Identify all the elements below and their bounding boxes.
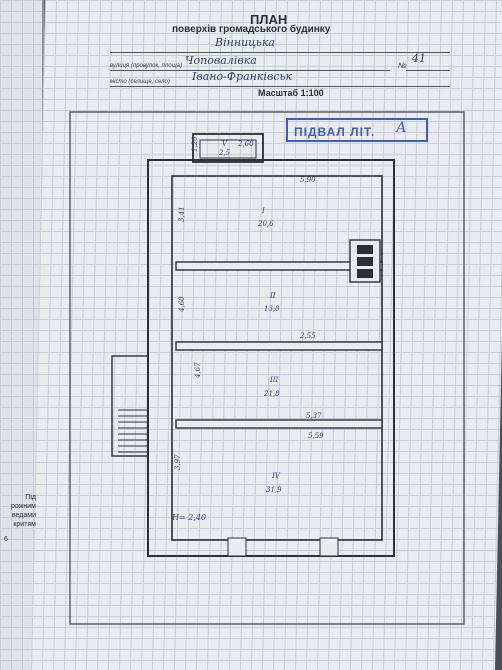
partition-1 [175, 261, 383, 271]
room-iv-num: IV [271, 472, 281, 480]
street-label: вулиця (провулок, площа) [110, 63, 183, 69]
left-page [0, 0, 44, 670]
side-line-2: рожним [11, 503, 36, 510]
number-line [406, 70, 450, 71]
scale-label: Масштаб 1:100 [258, 88, 324, 98]
room-ii-area: 13,0 [264, 305, 280, 313]
room-iii-num: III [269, 376, 279, 384]
window-bottom-2 [319, 537, 339, 557]
room-v-wall [192, 133, 264, 163]
street-line [110, 70, 390, 71]
left-table: Під рожним ведами критям 6 [0, 456, 40, 620]
side-value: 6 [4, 536, 8, 543]
room-iii-area: 21,8 [263, 390, 280, 398]
side-line-3: ведами [11, 512, 36, 519]
partition-3 [175, 419, 383, 429]
room-i-num: I [261, 207, 265, 215]
doc-subtitle: поверхів громадського будинку [172, 24, 331, 35]
side-line-4: критям [13, 521, 36, 528]
dim-corridor: 2,55 [299, 332, 316, 340]
dim-height: H= 2,40 [171, 513, 206, 522]
city-value: Івано-Франківськ [192, 70, 293, 83]
vent-3 [357, 269, 373, 278]
oblast-line [110, 52, 450, 53]
oblast-value: Вінницька [215, 36, 275, 49]
dim-left4: 3,97 [174, 454, 182, 470]
doc-title: ПЛАН [250, 12, 288, 27]
vent-1 [357, 245, 373, 254]
dim-top-width: 5,90 [300, 176, 316, 184]
street-value: Чоповалівка [185, 54, 257, 67]
room-v-inner [199, 139, 257, 159]
room-v-num: V [222, 140, 228, 148]
side-line-1: Під [25, 494, 36, 501]
stairs [111, 355, 149, 457]
stair-steps [118, 409, 148, 453]
inner-wall [171, 175, 383, 541]
city-line [110, 86, 450, 87]
number-label: № [398, 61, 407, 70]
dim-small-w: 2,60 [237, 140, 254, 148]
number-value: 41 [412, 52, 426, 65]
room-i-area: 20,6 [257, 220, 274, 228]
stamp-label: ПІДВАЛ ЛІТ. [294, 125, 376, 139]
window-bottom-1 [227, 537, 247, 557]
room-ii-num: II [269, 292, 276, 300]
vent-2 [357, 257, 373, 266]
plan-frame [69, 111, 465, 625]
stamp-value: А [396, 120, 407, 136]
dim-mid1: 5,37 [306, 412, 322, 420]
dim-left1: 3,41 [178, 206, 186, 222]
room-iv-area: 31,9 [266, 486, 282, 494]
partition-2 [175, 341, 383, 351]
dim-mid2: 5,59 [308, 432, 324, 440]
city-label: місто (селище, село) [110, 79, 170, 85]
dim-left2: 4,60 [178, 296, 186, 313]
dim-small-h: 1,20 [191, 136, 199, 152]
room-v-area: 2,5 [218, 149, 231, 157]
basement-stamp: ПІДВАЛ ЛІТ. [286, 118, 428, 142]
dim-left3: 4,67 [194, 362, 202, 379]
